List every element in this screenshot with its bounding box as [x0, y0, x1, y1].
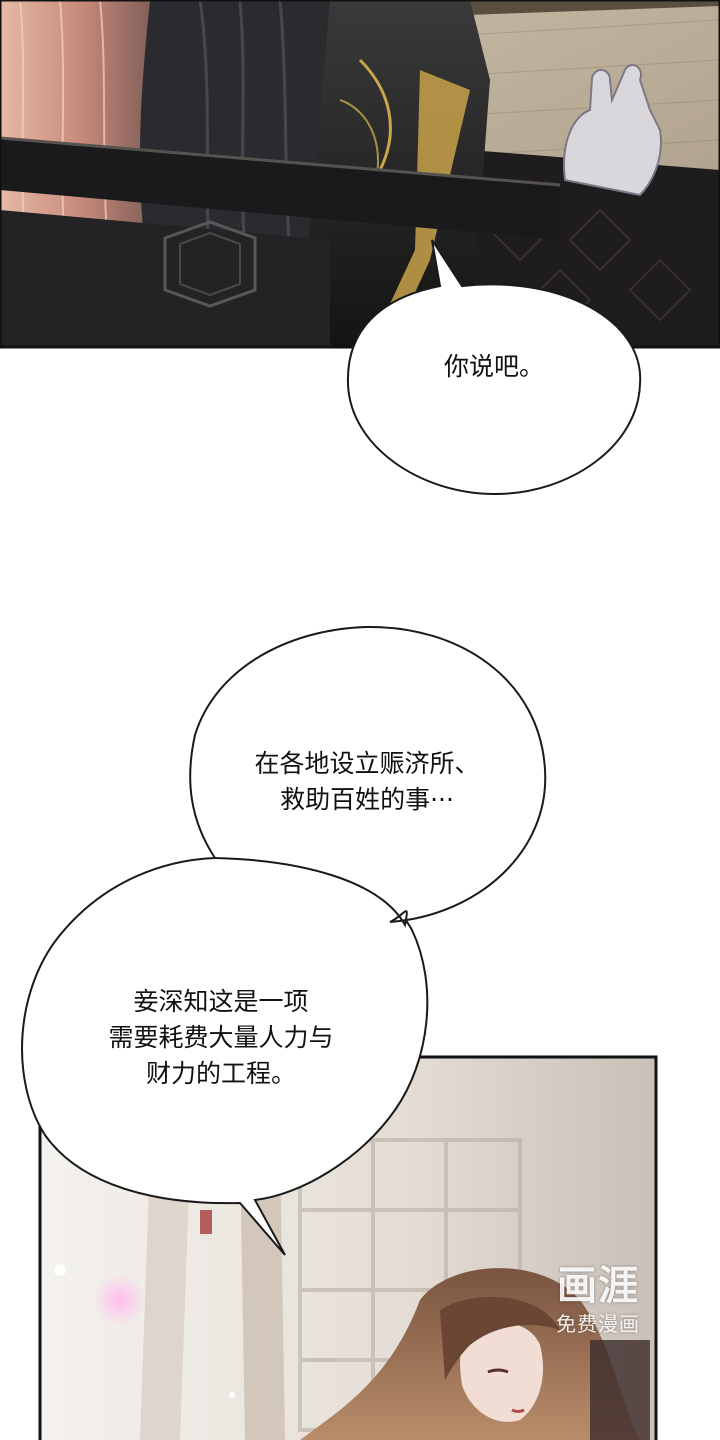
speech-bubbles [21, 239, 642, 1256]
top-panel [0, 0, 720, 349]
bubble-2-text: 在各地设立赈济所、 救助百姓的事··· [222, 746, 512, 818]
bubble-line: 救助百姓的事··· [280, 785, 454, 814]
bubble-1-text: 你说吧。 [436, 349, 552, 385]
bubble-line: 财力的工程。 [145, 1059, 296, 1088]
bubble-2-shape [189, 625, 547, 928]
bubble-line: 需要耗费大量人力与 [108, 1023, 334, 1052]
watermark-subtitle: 免费漫画 [556, 1312, 640, 1336]
bubble-line: 你说吧。 [443, 352, 544, 381]
bubble-3-shape [21, 855, 429, 1256]
bubble-1-shape [346, 239, 642, 496]
bubble-3-text: 妾深知这是一项 需要耗费大量人力与 财力的工程。 [66, 984, 376, 1092]
watermark: 画涯 免费漫画 [538, 1262, 658, 1338]
watermark-logo: 画涯 [557, 1263, 639, 1309]
bubble-line: 在各地设立赈济所、 [254, 749, 480, 778]
bubble-line: 妾深知这是一项 [133, 987, 309, 1016]
